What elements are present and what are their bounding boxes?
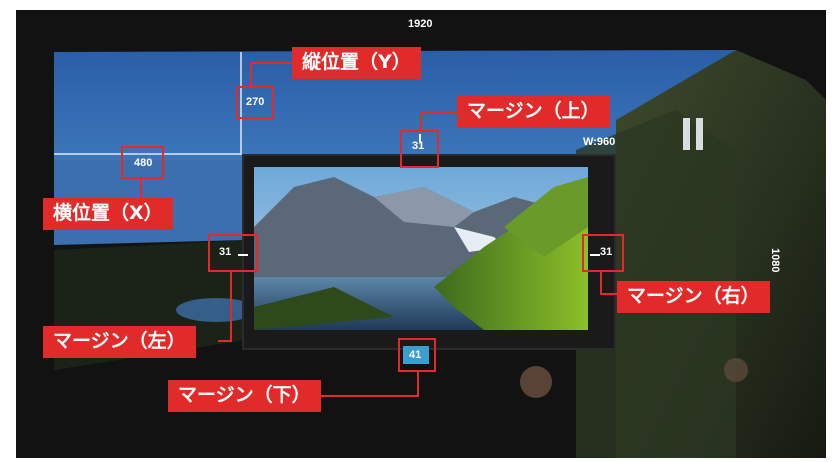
margin-left-tick	[238, 254, 248, 256]
pause-icon-bar	[696, 118, 703, 150]
margin-right-tick	[590, 254, 600, 256]
top-connector	[420, 112, 422, 132]
margin-bottom-value: 41	[409, 349, 422, 361]
x-position-value: 480	[134, 157, 153, 169]
margin-bottom-highlight	[403, 346, 429, 364]
margin-top-callout: マージン（上）	[457, 96, 610, 128]
pause-icon[interactable]	[683, 118, 690, 150]
x-connector	[140, 178, 142, 198]
margin-top-tick	[419, 134, 421, 142]
y-position-highlight-box	[236, 86, 274, 119]
display-screen: 1920 1080 W:960 270 480 31 31 31 41	[16, 10, 826, 458]
margin-bottom-highlight-box	[398, 338, 436, 372]
y-connector	[250, 62, 252, 88]
y-position-callout: 縦位置（Y）	[292, 47, 421, 79]
margin-right-callout: マージン（右）	[617, 281, 770, 313]
screen-width-label: 1920	[408, 18, 433, 30]
x-position-callout: 横位置（X）	[43, 198, 173, 230]
margin-right-value: 31	[600, 246, 613, 258]
margin-left-callout: マージン（左）	[43, 326, 196, 358]
y-position-value: 270	[246, 96, 265, 108]
margin-bottom-callout: マージン（下）	[168, 380, 321, 412]
mountain-lake-image	[254, 167, 588, 330]
video-window[interactable]	[242, 154, 616, 350]
bottom-connector-h	[318, 395, 419, 397]
margin-left-value: 31	[219, 246, 232, 258]
y-connector-h	[250, 62, 292, 64]
window-width-label: W:960	[583, 136, 616, 148]
right-connector-h	[600, 293, 620, 295]
margin-top-highlight-box	[400, 130, 439, 168]
margin-right-highlight-box	[582, 234, 624, 272]
screen-height-label: 1080	[769, 248, 781, 273]
left-connector	[230, 270, 232, 342]
left-connector-h	[218, 340, 232, 342]
margin-left-highlight-box	[208, 234, 258, 272]
x-position-highlight-box	[121, 146, 164, 179]
right-connector	[600, 270, 602, 294]
margin-top-value: 31	[412, 140, 425, 152]
top-connector-h	[420, 112, 458, 114]
bottom-connector	[417, 370, 419, 396]
